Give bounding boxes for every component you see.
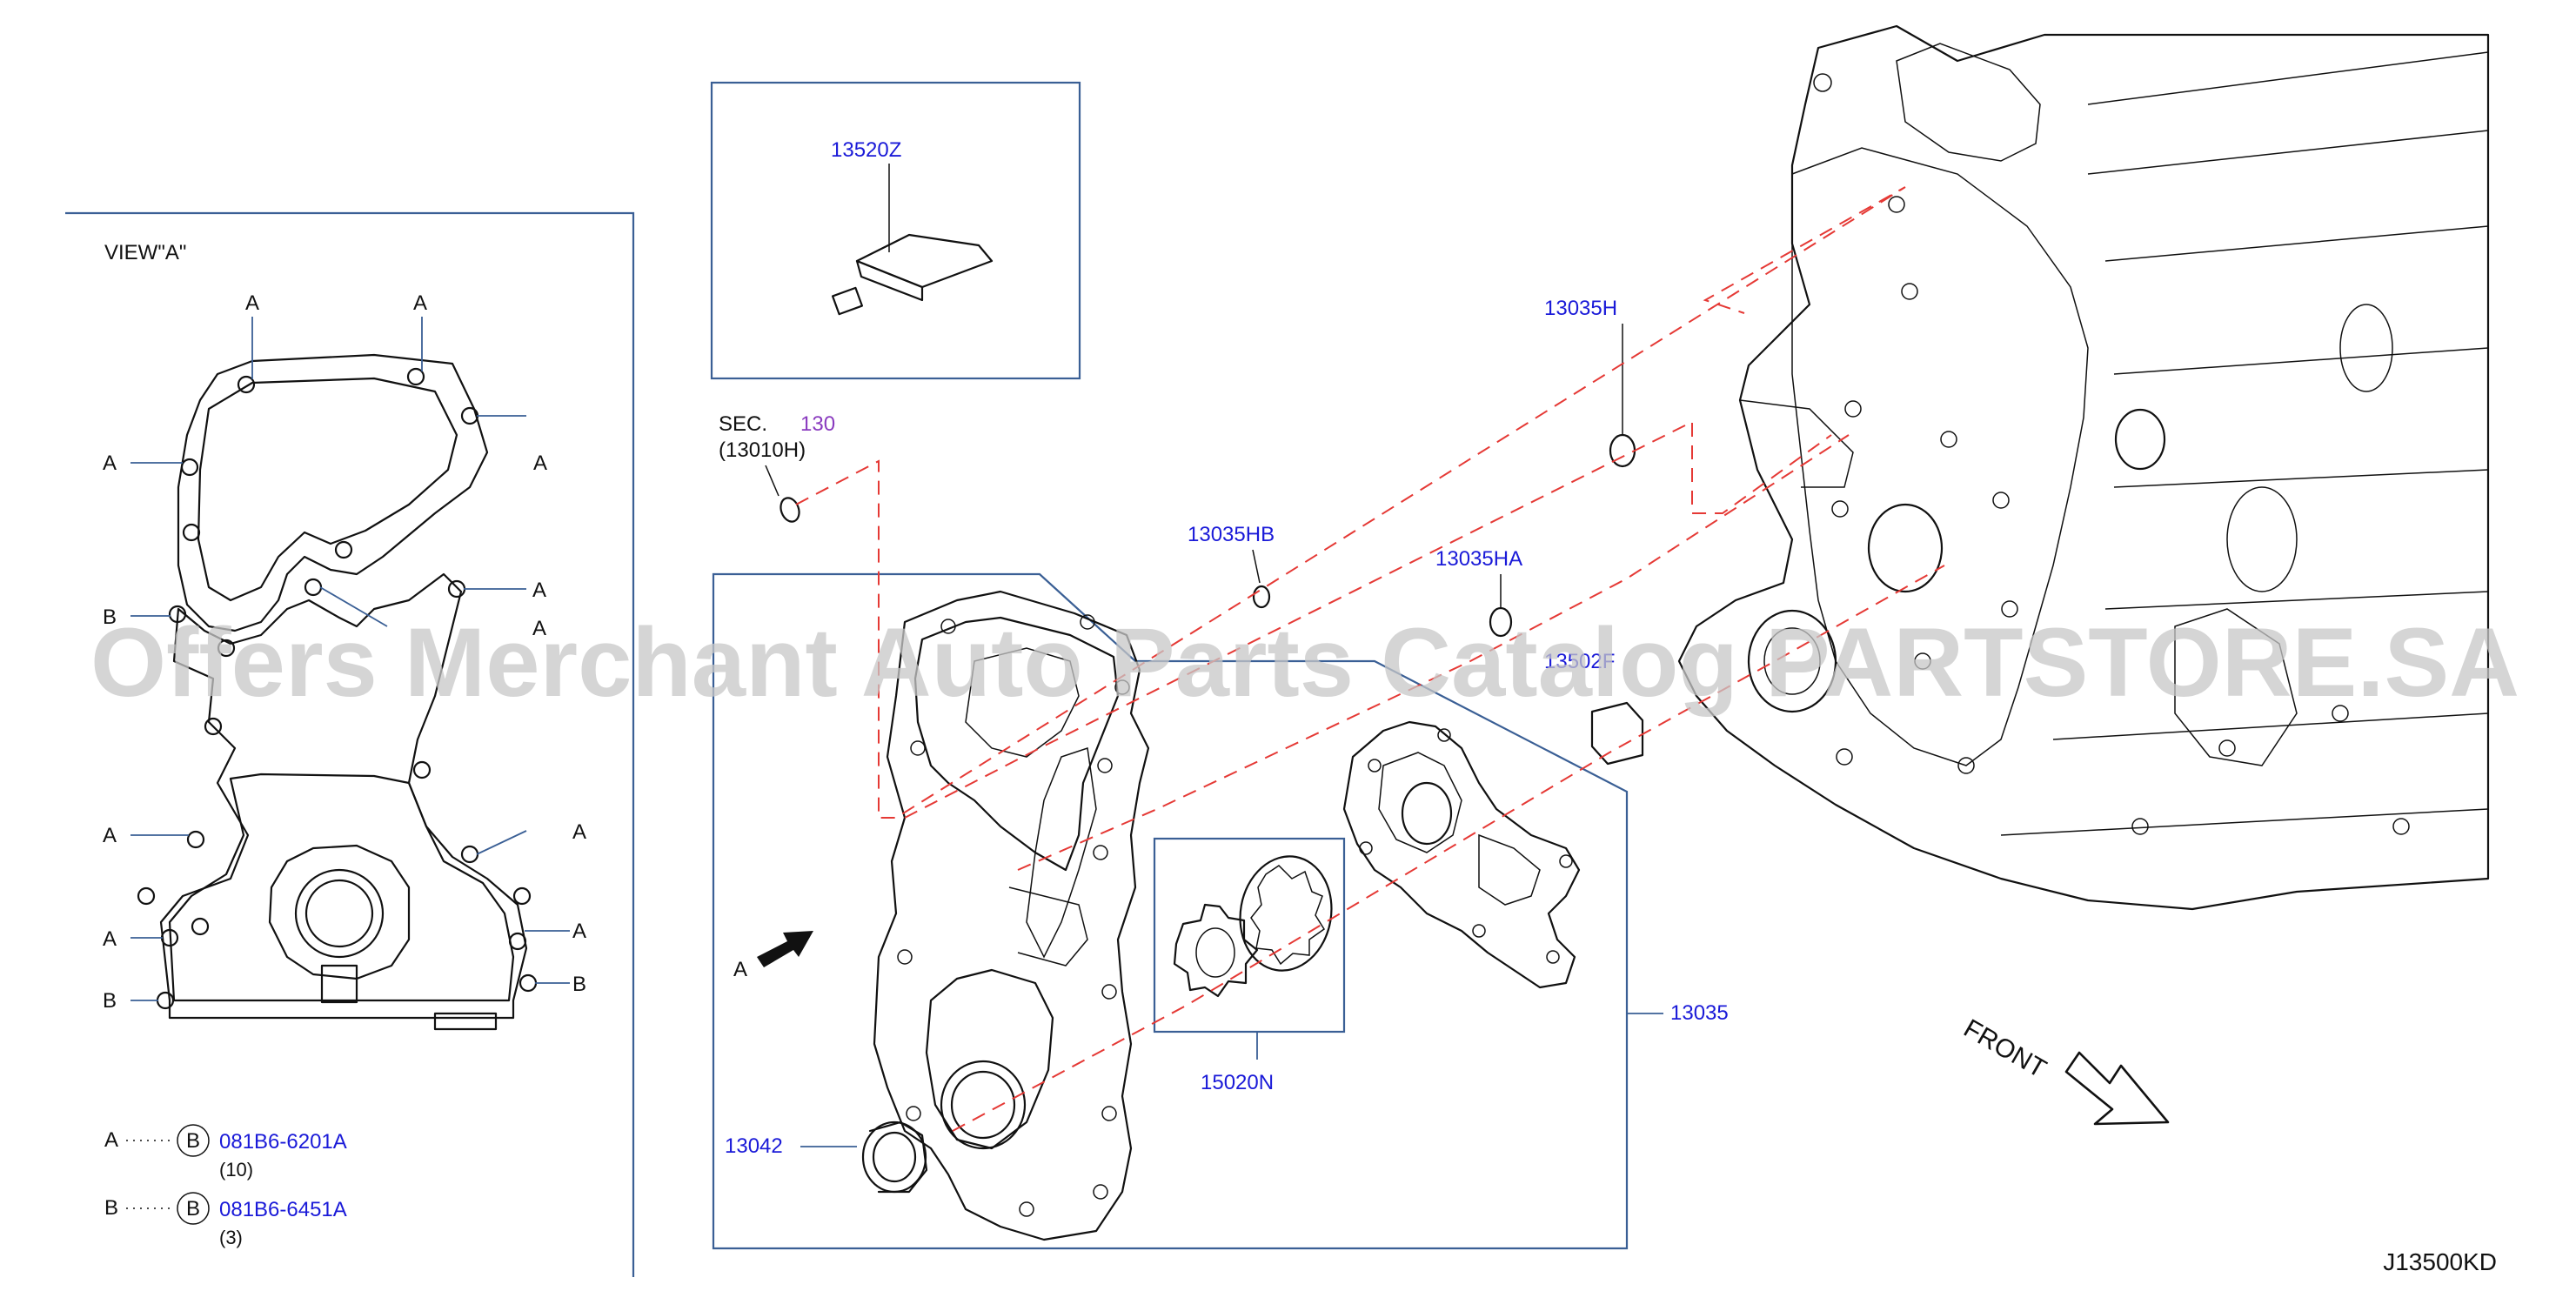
legend-letter: A: [104, 1128, 118, 1152]
legend-quantity: (3): [219, 1227, 243, 1248]
rotor-box: 15020N: [1153, 837, 1346, 1094]
front-indicator: FRONT: [1959, 1013, 2170, 1126]
sec-number[interactable]: 130: [800, 412, 835, 436]
main-assembly: 13042 A 15020N: [712, 572, 1729, 1250]
legend-row-b: B B 081B6-6451A (3): [104, 1192, 347, 1248]
sec-part: (13010H): [719, 438, 806, 462]
part-label-15020n[interactable]: 15020N: [1201, 1071, 1274, 1094]
assembly-frame: [712, 572, 1629, 1250]
legend-part-number[interactable]: 081B6-6201A: [219, 1130, 347, 1154]
marker-b: B: [103, 605, 117, 629]
arrow-label: A: [733, 958, 747, 981]
part-label-13035h[interactable]: 13035H: [1544, 297, 1617, 320]
part-label-13502f[interactable]: 13502F: [1544, 650, 1615, 673]
alignment-lines: [795, 186, 1945, 1132]
marker-a: A: [245, 291, 259, 315]
o-ring-icon: [779, 497, 800, 523]
oil-pump-drawing: [1342, 720, 1581, 989]
front-cover-drawing: [873, 590, 1150, 1241]
part-label-13035[interactable]: 13035: [1670, 1001, 1729, 1025]
sec-prefix: SEC.: [719, 412, 767, 436]
marker-b: B: [572, 973, 586, 996]
legend-circle-letter: B: [186, 1197, 200, 1221]
sealant-box: 13520Z: [710, 81, 1081, 380]
legend-circle-letter: B: [186, 1129, 200, 1153]
marker-a: A: [572, 920, 586, 943]
tensioner-sleeve-icon: [1590, 701, 1644, 766]
inner-rotor-icon: [1173, 903, 1259, 998]
legend-row-a: A B 081B6-6201A (10): [104, 1124, 347, 1181]
view-a-panel: VIEW"A": [65, 211, 635, 1277]
o-ring-icon: [1252, 585, 1271, 609]
view-a-arrow: A: [733, 931, 813, 981]
legend-quantity: (10): [219, 1159, 253, 1181]
fastener-legend: A B 081B6-6201A (10) B B 081B6-6451A (3): [104, 1124, 347, 1248]
view-a-cover-drawing: [130, 317, 570, 1031]
section-reference: SEC. 130 (13010H): [719, 412, 835, 523]
rotor-box-frame: [1153, 837, 1346, 1033]
legend-part-number[interactable]: 081B6-6451A: [219, 1198, 347, 1221]
part-label-13035hb[interactable]: 13035HB: [1188, 523, 1275, 546]
crank-seal-icon: [861, 1120, 928, 1194]
bolt-circle-icon: [177, 1124, 210, 1157]
part-label-13035ha[interactable]: 13035HA: [1435, 547, 1522, 571]
front-arrow-icon: [2064, 1051, 2170, 1126]
outer-rotor-icon: [1239, 855, 1333, 972]
o-ring-icon: [1489, 606, 1513, 638]
marker-a: A: [103, 824, 117, 847]
legend-letter: B: [104, 1196, 118, 1220]
part-label-13520z[interactable]: 13520Z: [831, 138, 901, 162]
marker-a: A: [532, 617, 546, 640]
watermark: Offers Merchant Auto Parts Catalog PARTS…: [90, 608, 2519, 717]
sealant-box-frame: [710, 81, 1081, 380]
view-a-frame: [65, 211, 635, 1277]
marker-a: A: [572, 820, 586, 844]
marker-a: A: [103, 452, 117, 475]
marker-a: A: [532, 579, 546, 602]
view-a-markers: A A A A A A B A A A A B B: [103, 291, 586, 1013]
sealant-tube-icon: [831, 233, 994, 316]
diagram-code: J13500KD: [2383, 1248, 2497, 1275]
marker-a: A: [413, 291, 427, 315]
marker-b: B: [103, 989, 117, 1013]
front-label: FRONT: [1959, 1013, 2051, 1083]
bolt-circle-icon: [177, 1192, 210, 1225]
part-label-13042[interactable]: 13042: [725, 1134, 783, 1158]
small-parts: 13035HB 13035HA 13502F 13035H: [1188, 297, 1644, 766]
view-arrow-icon: [757, 931, 813, 967]
marker-a: A: [103, 927, 117, 951]
engine-block-drawing: [1677, 24, 2490, 911]
marker-a: A: [533, 452, 547, 475]
view-a-label: VIEW"A": [104, 241, 186, 264]
